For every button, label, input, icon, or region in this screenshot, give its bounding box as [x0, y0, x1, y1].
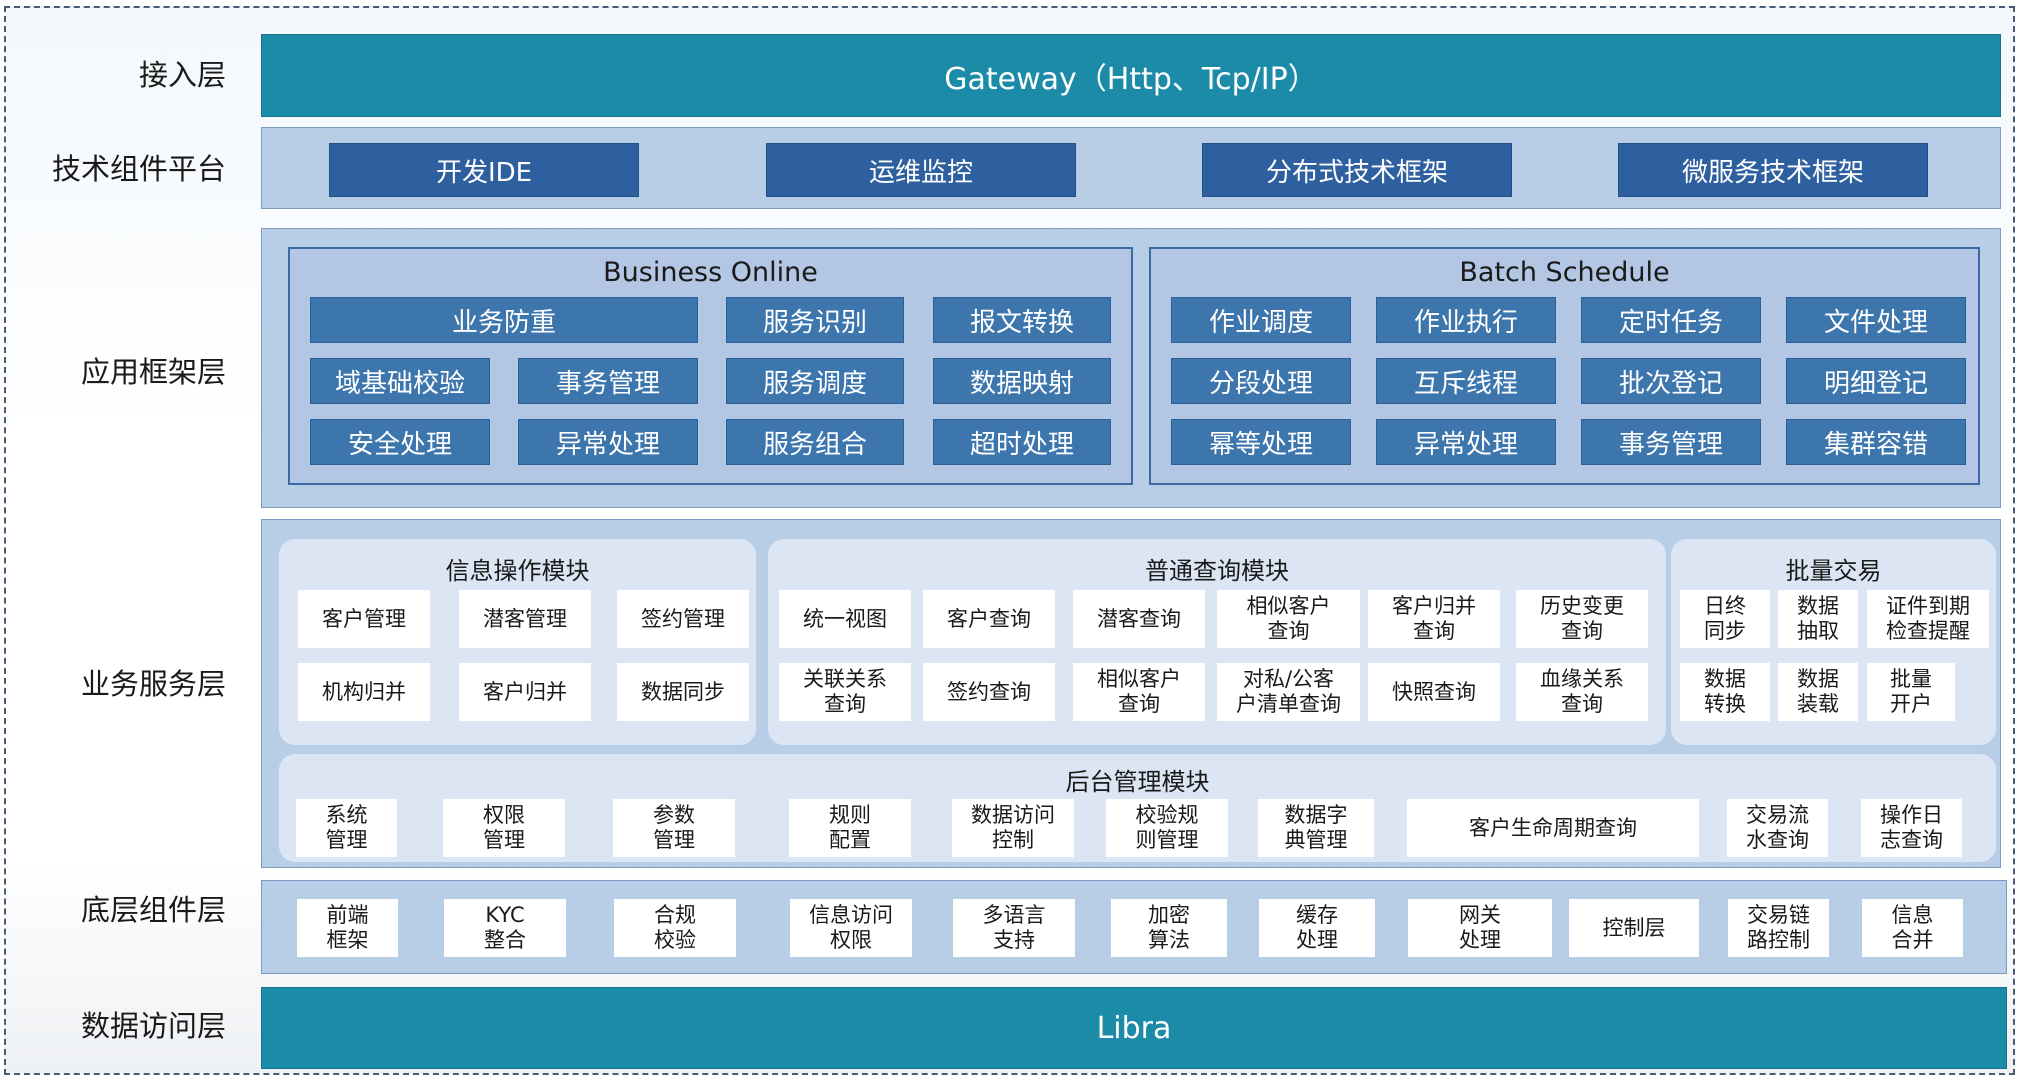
bs-item: 分段处理 [1171, 358, 1351, 404]
info-item: 客户归并 [459, 663, 591, 721]
info-item: 客户管理 [298, 590, 430, 648]
query-item: 关联关系 查询 [779, 663, 911, 721]
query-item: 潜客查询 [1073, 590, 1205, 648]
layer-label-app-framework: 应用框架层 [80, 355, 226, 389]
admin-item: 客户生命周期查询 [1407, 799, 1699, 857]
query-item: 快照查询 [1368, 663, 1500, 721]
layer-label-base-component: 底层组件层 [80, 893, 226, 927]
info-module: 信息操作模块 客户管理 潜客管理 签约管理 机构归并 客户归并 数据同步 [279, 539, 756, 745]
bs-item: 批次登记 [1581, 358, 1761, 404]
batch-module: 批量交易 日终 同步 数据 抽取 证件到期 检查提醒 数据 转换 数据 装载 批… [1671, 539, 1996, 745]
tech-item-microservice: 微服务技术框架 [1618, 143, 1928, 197]
bs-item: 文件处理 [1786, 297, 1966, 343]
base-component-band: 前端 框架 KYC 整合 合规 校验 信息访问 权限 多语言 支持 加密 算法 … [261, 880, 2007, 974]
info-item: 数据同步 [617, 663, 749, 721]
tech-item-ide: 开发IDE [329, 143, 639, 197]
bs-item: 集群容错 [1786, 419, 1966, 465]
base-item: KYC 整合 [444, 899, 566, 957]
base-item: 前端 框架 [297, 899, 398, 957]
bs-item: 定时任务 [1581, 297, 1761, 343]
base-item: 控制层 [1569, 899, 1699, 957]
query-item: 客户归并 查询 [1368, 590, 1500, 648]
admin-module-title: 后台管理模块 [1065, 768, 1210, 796]
bo-item: 异常处理 [518, 419, 698, 465]
admin-item: 数据字 典管理 [1258, 799, 1374, 857]
base-item: 多语言 支持 [953, 899, 1075, 957]
layer-label-access: 接入层 [138, 58, 226, 92]
bo-item: 服务调度 [726, 358, 904, 404]
batch-item: 证件到期 检查提醒 [1867, 590, 1989, 648]
bo-item: 服务识别 [726, 297, 904, 343]
query-item: 对私/公客 户清单查询 [1217, 663, 1360, 721]
admin-item: 校验规 则管理 [1106, 799, 1228, 857]
info-item: 签约管理 [617, 590, 749, 648]
bo-item: 数据映射 [933, 358, 1111, 404]
bo-item: 超时处理 [933, 419, 1111, 465]
tech-item-distributed: 分布式技术框架 [1202, 143, 1512, 197]
query-item: 统一视图 [779, 590, 911, 648]
query-item: 签约查询 [923, 663, 1055, 721]
query-item: 相似客户 查询 [1073, 663, 1205, 721]
bo-item: 报文转换 [933, 297, 1111, 343]
query-item: 历史变更 查询 [1516, 590, 1648, 648]
gateway-bar: Gateway（Http、Tcp/IP） [261, 34, 2001, 117]
bs-item: 作业调度 [1171, 297, 1351, 343]
query-item: 相似客户 查询 [1217, 590, 1360, 648]
admin-item: 权限 管理 [443, 799, 565, 857]
base-item: 网关 处理 [1408, 899, 1552, 957]
query-module: 普通查询模块 统一视图 客户查询 潜客查询 相似客户 查询 客户归并 查询 历史… [768, 539, 1666, 745]
admin-item: 参数 管理 [613, 799, 735, 857]
base-item: 加密 算法 [1111, 899, 1227, 957]
business-online-box: Business Online 业务防重 服务识别 报文转换 域基础校验 事务管… [288, 247, 1133, 485]
admin-item: 交易流 水查询 [1727, 799, 1828, 857]
bs-item: 幂等处理 [1171, 419, 1351, 465]
base-item: 信息访问 权限 [790, 899, 912, 957]
admin-item: 操作日 志查询 [1861, 799, 1962, 857]
info-item: 潜客管理 [459, 590, 591, 648]
base-item: 交易链 路控制 [1728, 899, 1829, 957]
business-online-title: Business Online [603, 257, 818, 288]
batch-item: 数据 抽取 [1778, 590, 1858, 648]
business-service-band: 信息操作模块 客户管理 潜客管理 签约管理 机构归并 客户归并 数据同步 普通查… [261, 519, 2001, 868]
admin-item: 数据访问 控制 [952, 799, 1074, 857]
layer-label-tech-platform: 技术组件平台 [51, 152, 226, 186]
base-item: 缓存 处理 [1259, 899, 1375, 957]
batch-schedule-box: Batch Schedule 作业调度 作业执行 定时任务 文件处理 分段处理 … [1149, 247, 1980, 485]
bs-item: 明细登记 [1786, 358, 1966, 404]
base-item: 信息 合并 [1862, 899, 1963, 957]
bo-item: 服务组合 [726, 419, 904, 465]
app-framework-band: Business Online 业务防重 服务识别 报文转换 域基础校验 事务管… [261, 228, 2001, 508]
bs-item: 事务管理 [1581, 419, 1761, 465]
info-module-title: 信息操作模块 [445, 557, 590, 585]
bs-item: 异常处理 [1376, 419, 1556, 465]
admin-item: 系统 管理 [296, 799, 397, 857]
layer-label-data-access: 数据访问层 [80, 1009, 226, 1043]
bo-item: 域基础校验 [310, 358, 490, 404]
base-item: 合规 校验 [614, 899, 736, 957]
bo-item: 事务管理 [518, 358, 698, 404]
layer-label-business-service: 业务服务层 [80, 667, 226, 701]
batch-item: 批量 开户 [1867, 663, 1955, 721]
libra-bar: Libra [261, 987, 2007, 1069]
tech-item-ops-monitor: 运维监控 [766, 143, 1076, 197]
bo-item: 业务防重 [310, 297, 698, 343]
bo-item: 安全处理 [310, 419, 490, 465]
batch-module-title: 批量交易 [1785, 557, 1882, 585]
bs-item: 互斥线程 [1376, 358, 1556, 404]
query-item: 血缘关系 查询 [1516, 663, 1648, 721]
batch-item: 日终 同步 [1680, 590, 1770, 648]
info-item: 机构归并 [298, 663, 430, 721]
bs-item: 作业执行 [1376, 297, 1556, 343]
admin-module: 后台管理模块 系统 管理 权限 管理 参数 管理 规则 配置 数据访问 控制 校… [279, 754, 1996, 862]
batch-item: 数据 装载 [1778, 663, 1858, 721]
query-item: 客户查询 [923, 590, 1055, 648]
batch-item: 数据 转换 [1680, 663, 1770, 721]
admin-item: 规则 配置 [789, 799, 911, 857]
tech-platform-band: 开发IDE 运维监控 分布式技术框架 微服务技术框架 [261, 127, 2001, 209]
batch-schedule-title: Batch Schedule [1459, 257, 1670, 288]
query-module-title: 普通查询模块 [1145, 557, 1289, 585]
